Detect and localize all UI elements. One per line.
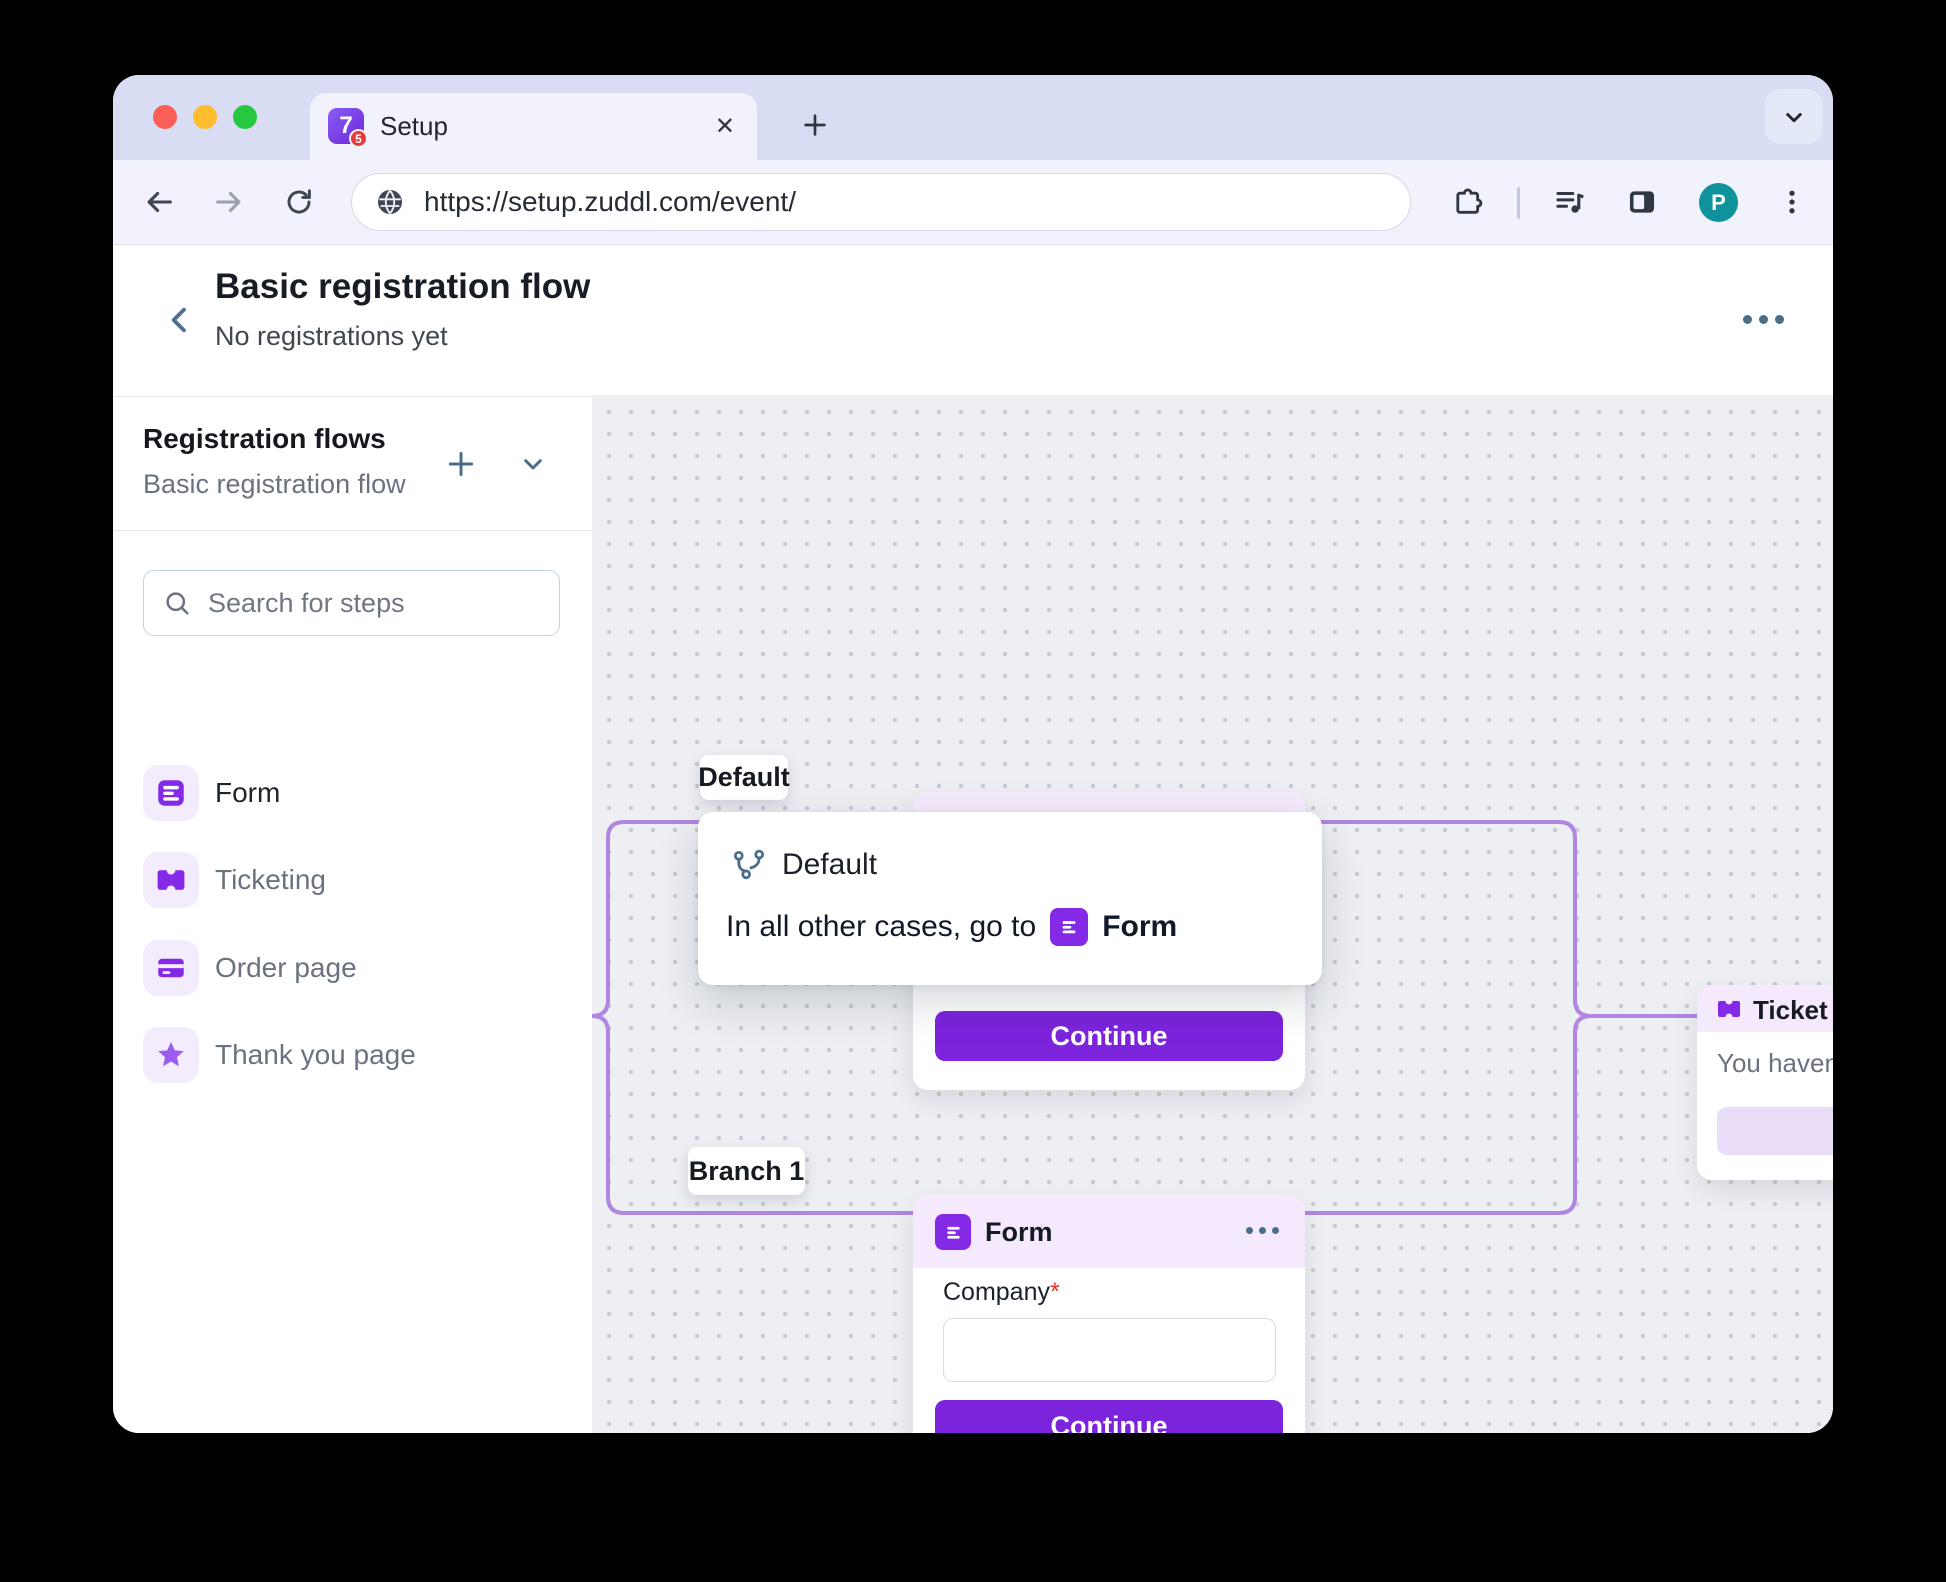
forward-button[interactable] bbox=[199, 172, 259, 232]
tab-setup[interactable]: 7 5 Setup ✕ bbox=[310, 93, 757, 160]
branch-1-tag[interactable]: Branch 1 bbox=[688, 1147, 805, 1195]
flow-canvas[interactable]: Continue Default Branch 1 Default bbox=[592, 395, 1833, 1433]
tab-strip: 7 5 Setup ✕ bbox=[113, 75, 1833, 160]
back-arrow-icon bbox=[147, 191, 172, 213]
profile-avatar[interactable]: P bbox=[1699, 183, 1738, 222]
flows-section-title: Registration flows bbox=[143, 423, 386, 454]
add-flow-button[interactable] bbox=[439, 442, 483, 486]
plus-icon bbox=[448, 451, 474, 477]
ticket-card-message: You haven't a bbox=[1717, 1048, 1833, 1078]
media-controls-button[interactable] bbox=[1541, 172, 1599, 232]
flow-selector-dropdown[interactable] bbox=[511, 442, 555, 486]
page-options-button[interactable] bbox=[1743, 315, 1784, 324]
popup-title-row: Default bbox=[732, 848, 877, 882]
sidebar: Registration flows Basic registration fl… bbox=[113, 396, 592, 1433]
chevron-left-icon bbox=[171, 307, 186, 333]
card-title: Ticket se bbox=[1753, 995, 1833, 1025]
extension-puzzle-icon bbox=[1456, 188, 1483, 214]
rule-target: Form bbox=[1102, 910, 1178, 943]
tab-title: Setup bbox=[380, 111, 448, 141]
company-input[interactable] bbox=[943, 1318, 1276, 1382]
card-header bbox=[913, 1195, 1305, 1268]
rule-text: In all other cases, go to bbox=[726, 910, 1037, 943]
default-branch-tag[interactable]: Default bbox=[698, 755, 790, 800]
step-label: Ticketing bbox=[215, 864, 327, 895]
search-input[interactable] bbox=[206, 586, 536, 620]
step-label: Thank you page bbox=[215, 1039, 416, 1070]
form-icon bbox=[935, 1214, 971, 1250]
side-panel-icon bbox=[1629, 191, 1655, 213]
extensions-button[interactable] bbox=[1439, 172, 1497, 232]
card-options-button[interactable] bbox=[1246, 1227, 1279, 1234]
reload-icon bbox=[287, 189, 311, 214]
chevron-down-icon bbox=[524, 459, 542, 470]
ticket-selection-card[interactable]: Ticket se You haven't a bbox=[1697, 985, 1833, 1180]
address-bar[interactable]: https://setup.zuddl.com/event/ bbox=[351, 173, 1411, 231]
required-asterisk: * bbox=[1050, 1278, 1060, 1306]
tab-close-icon[interactable]: ✕ bbox=[714, 113, 735, 140]
page-header: Basic registration flow No registrations… bbox=[113, 245, 1833, 396]
continue-button[interactable]: Continue bbox=[935, 1400, 1283, 1433]
branch-split-icon bbox=[733, 849, 765, 880]
page-subtitle: No registrations yet bbox=[215, 321, 448, 351]
favicon-badge: 5 bbox=[349, 129, 368, 148]
back-navigation-button[interactable] bbox=[161, 301, 199, 344]
zuddl-favicon-icon: 7 5 bbox=[328, 108, 368, 148]
card-title: Form bbox=[985, 1217, 1053, 1247]
plus-icon bbox=[804, 114, 826, 136]
globe-icon bbox=[378, 190, 402, 214]
page-title: Basic registration flow bbox=[215, 267, 591, 306]
order-page-icon bbox=[143, 940, 199, 996]
sidebar-divider bbox=[113, 530, 592, 531]
forward-arrow-icon bbox=[216, 191, 241, 213]
step-item-form[interactable]: Form bbox=[113, 765, 592, 821]
kebab-menu-icon bbox=[1789, 190, 1795, 214]
step-item-order-page[interactable]: Order page bbox=[113, 940, 592, 996]
minimize-window-button[interactable] bbox=[193, 105, 217, 129]
search-icon bbox=[166, 592, 189, 615]
new-tab-button[interactable] bbox=[785, 95, 845, 155]
sidebar-top-divider bbox=[113, 396, 592, 397]
field-label: Company* bbox=[943, 1278, 1060, 1306]
browser-toolbar: https://setup.zuddl.com/event/ P bbox=[113, 160, 1833, 245]
chevron-down-icon bbox=[1786, 112, 1802, 122]
default-rule-popup[interactable]: Default In all other cases, go to Form bbox=[698, 812, 1322, 985]
close-window-button[interactable] bbox=[153, 105, 177, 129]
popup-rule-row: In all other cases, go to Form bbox=[726, 908, 1177, 946]
branch-1-form-card[interactable]: Form Company* Continue bbox=[913, 1195, 1305, 1433]
zoom-window-button[interactable] bbox=[233, 105, 257, 129]
browser-menu-button[interactable] bbox=[1763, 172, 1821, 232]
form-icon bbox=[1050, 908, 1089, 946]
step-item-ticketing[interactable]: Ticketing bbox=[113, 852, 592, 908]
step-label: Order page bbox=[215, 952, 357, 983]
star-icon bbox=[143, 1027, 199, 1083]
search-tabs-button[interactable] bbox=[1765, 89, 1823, 144]
url-text: https://setup.zuddl.com/event/ bbox=[424, 186, 796, 217]
continue-button[interactable]: Continue bbox=[935, 1011, 1283, 1061]
playlist-music-icon bbox=[1556, 191, 1584, 213]
search-steps-box[interactable] bbox=[143, 570, 560, 636]
step-item-thank-you-page[interactable]: Thank you page bbox=[113, 1027, 592, 1083]
reload-button[interactable] bbox=[269, 172, 329, 232]
back-button[interactable] bbox=[129, 172, 189, 232]
step-label: Form bbox=[215, 777, 281, 808]
form-icon bbox=[143, 765, 199, 821]
toolbar-divider bbox=[1517, 187, 1520, 219]
active-flow-name: Basic registration flow bbox=[143, 469, 406, 499]
ticket-icon bbox=[1715, 995, 1743, 1028]
popup-title: Default bbox=[782, 848, 878, 881]
browser-window: 7 5 Setup ✕ bbox=[113, 75, 1833, 1433]
ticket-card-button[interactable] bbox=[1717, 1107, 1833, 1155]
ticket-icon bbox=[143, 852, 199, 908]
side-panel-button[interactable] bbox=[1613, 172, 1671, 232]
